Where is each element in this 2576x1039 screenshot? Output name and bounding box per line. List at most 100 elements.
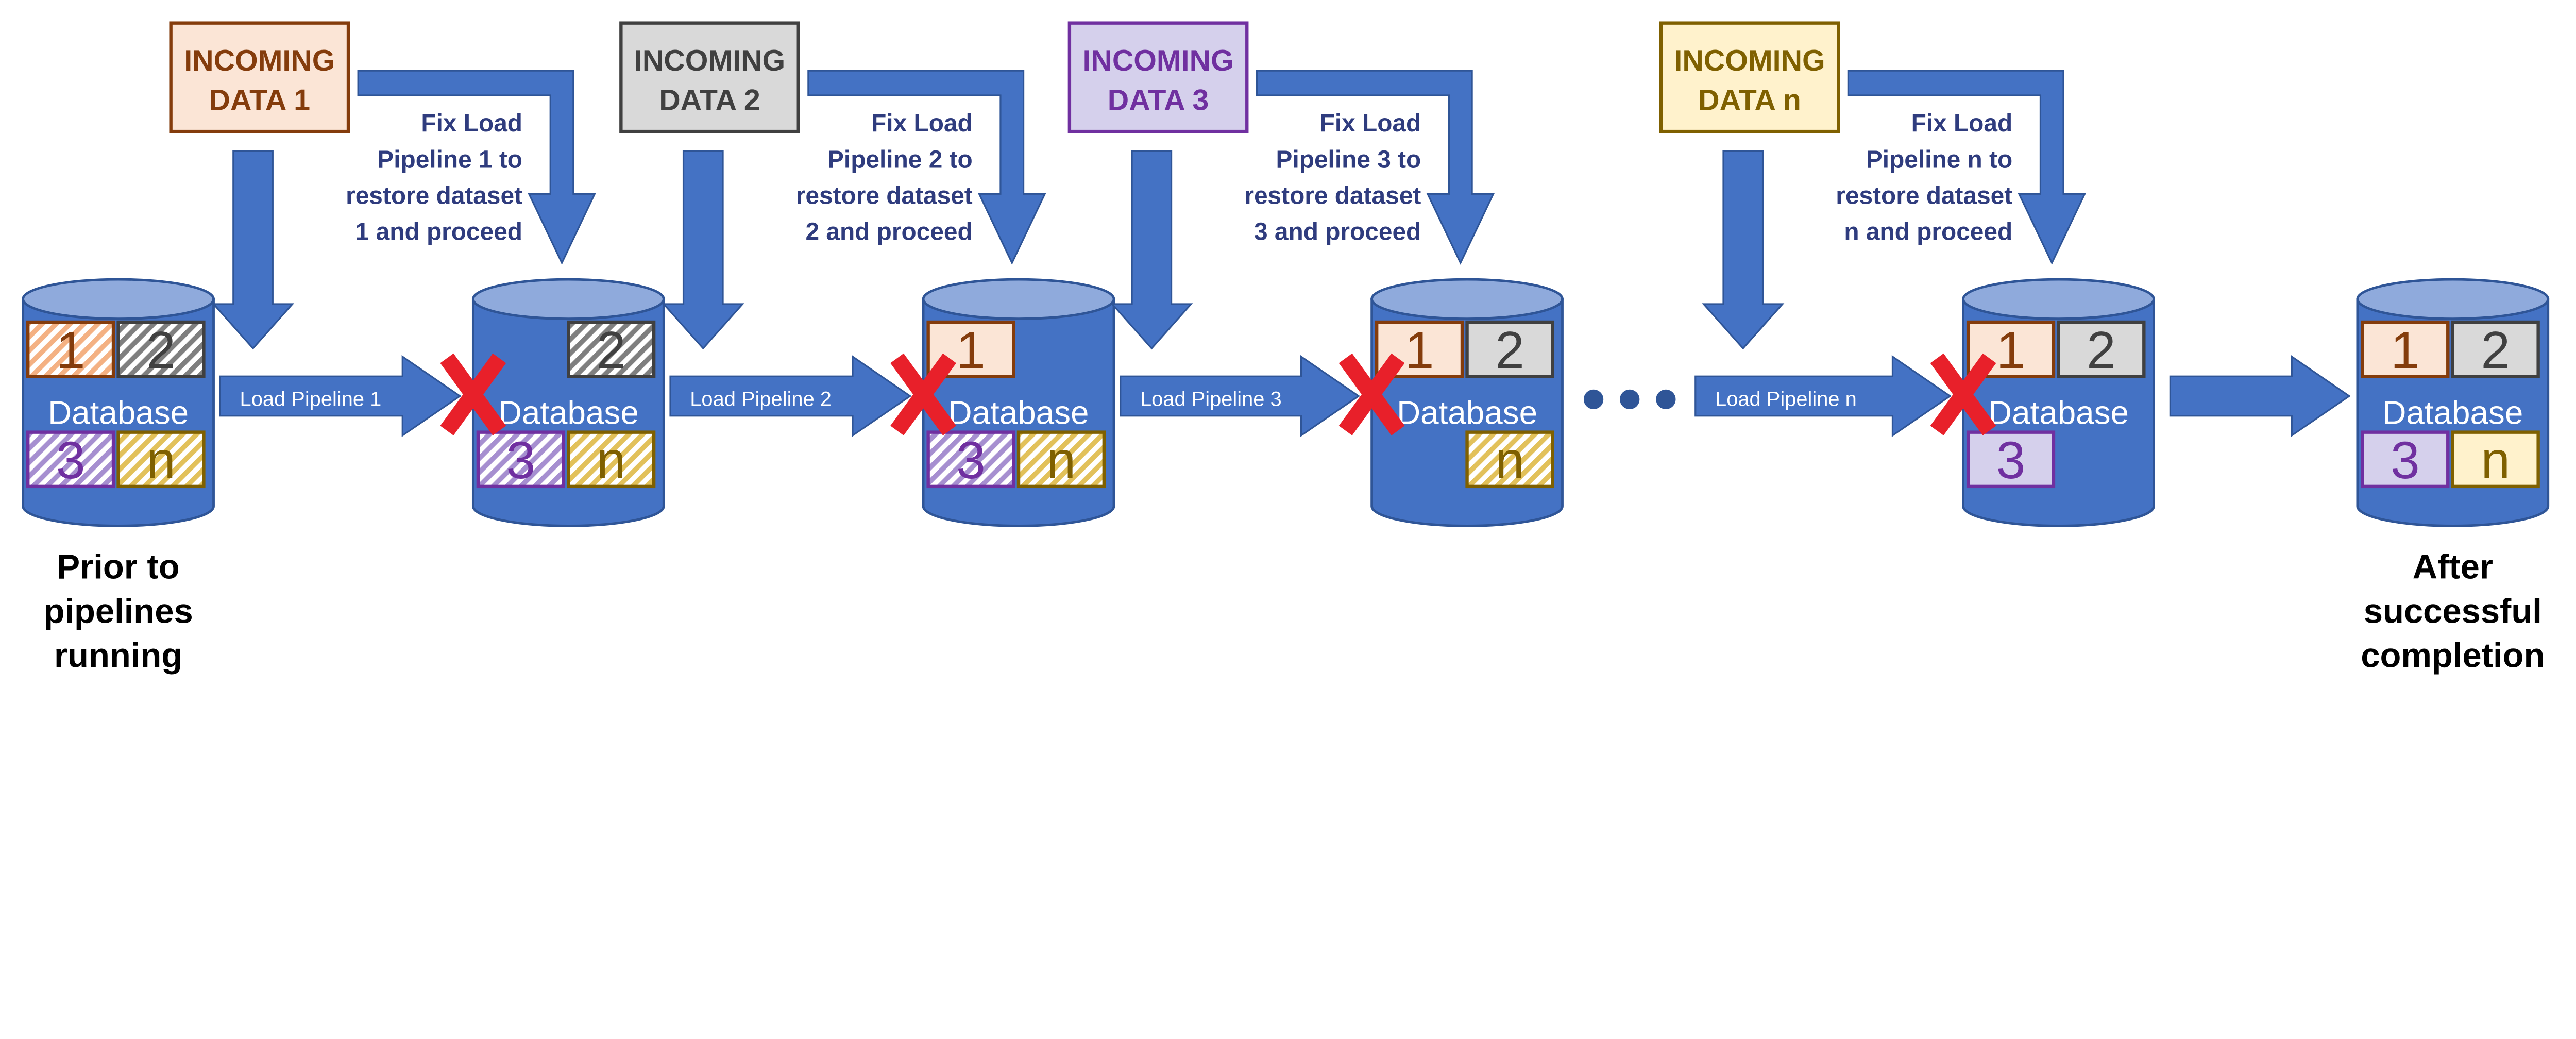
dataset-label: 1 bbox=[56, 321, 86, 379]
database-label: Database bbox=[48, 394, 189, 431]
cylinder-top bbox=[2356, 278, 2550, 321]
dataset-label: 1 bbox=[956, 321, 986, 379]
dataset-block-2-corrupted bbox=[567, 320, 656, 378]
database-label: Database bbox=[2382, 394, 2523, 431]
cylinder-top bbox=[471, 278, 665, 321]
incoming-box-label: DATA 1 bbox=[209, 84, 311, 117]
dataset-label: 2 bbox=[146, 321, 176, 379]
load-pipeline-label: Load Pipeline 2 bbox=[690, 388, 832, 411]
dataset-label: 1 bbox=[1996, 321, 2026, 379]
incoming-data-box: INCOMING DATA 2 bbox=[619, 21, 800, 133]
dataset-label: n bbox=[1495, 431, 1524, 490]
fix-instruction: restore dataset bbox=[1836, 182, 2012, 209]
fix-instruction: Fix Load bbox=[1911, 110, 2013, 137]
database-label: Database bbox=[1397, 394, 1537, 431]
dataset-label: 3 bbox=[56, 431, 86, 490]
down-arrow bbox=[211, 150, 295, 350]
dataset-label: n bbox=[2481, 431, 2510, 490]
end-caption: successful bbox=[2364, 592, 2542, 631]
incoming-box-frame bbox=[1659, 21, 1840, 133]
load-pipeline-arrow bbox=[219, 355, 462, 438]
dataset-label: n bbox=[1047, 431, 1076, 490]
down-arrow bbox=[1702, 150, 1785, 350]
dataset-block-3-corrupted bbox=[476, 430, 565, 489]
cylinder-top bbox=[1370, 278, 1564, 321]
fix-arrow bbox=[1256, 70, 1495, 265]
dot bbox=[1583, 389, 1604, 409]
dataset-label: 3 bbox=[2391, 431, 2420, 490]
dataset-block-3-restored bbox=[1966, 430, 2056, 489]
start-caption: pipelines bbox=[43, 592, 193, 631]
dataset-label: 2 bbox=[597, 321, 626, 379]
incoming-box-label: DATA n bbox=[1698, 84, 1801, 117]
dataset-block-n-corrupted bbox=[1016, 430, 1106, 489]
fix-instruction: Fix Load bbox=[871, 110, 973, 137]
cylinder-top bbox=[922, 278, 1115, 321]
dataset-block-3-restored bbox=[2361, 430, 2450, 489]
completion-arrow bbox=[2169, 355, 2351, 438]
fix-arrow bbox=[357, 70, 596, 265]
dots-icon bbox=[1583, 389, 1676, 409]
failure-x-icon bbox=[1338, 353, 1405, 435]
incoming-box-label: DATA 2 bbox=[659, 84, 760, 117]
incoming-box-frame bbox=[169, 21, 350, 133]
incoming-data-box: INCOMING DATA n bbox=[1659, 21, 1840, 133]
down-arrow bbox=[1110, 150, 1193, 350]
fix-instruction: 1 and proceed bbox=[355, 219, 522, 246]
failure-x-icon bbox=[1930, 353, 1996, 435]
start-caption: running bbox=[54, 636, 182, 675]
dataset-block-1-corrupted bbox=[26, 320, 115, 378]
dataset-block-2-restored bbox=[2057, 320, 2146, 378]
fix-instruction: 2 and proceed bbox=[805, 219, 972, 246]
dataset-label: 2 bbox=[2481, 321, 2510, 379]
failure-x-icon bbox=[890, 353, 956, 435]
dataset-label: 3 bbox=[506, 431, 535, 490]
fix-instruction: n and proceed bbox=[1844, 219, 2012, 246]
load-pipeline-arrow bbox=[669, 355, 912, 438]
fix-instruction: 3 and proceed bbox=[1254, 219, 1421, 246]
load-pipeline-label: Load Pipeline 3 bbox=[1140, 388, 1282, 411]
fix-instruction: restore dataset bbox=[346, 182, 522, 209]
incoming-box-label: INCOMING bbox=[634, 44, 785, 77]
database-label: Database bbox=[498, 394, 639, 431]
dataset-label: 2 bbox=[1495, 321, 1524, 379]
incoming-box-frame bbox=[1067, 21, 1249, 133]
end-caption: completion bbox=[2361, 636, 2545, 675]
cylinder-top bbox=[1962, 278, 2155, 321]
dataset-label: n bbox=[146, 431, 176, 490]
dataset-label: 1 bbox=[2391, 321, 2420, 379]
fix-instruction: Pipeline 2 to bbox=[827, 146, 973, 173]
start-caption: Prior to bbox=[57, 547, 180, 586]
fix-instruction: Fix Load bbox=[421, 110, 522, 137]
dataset-block-2-restored bbox=[2451, 320, 2540, 378]
incoming-box-label: DATA 3 bbox=[1108, 84, 1209, 117]
dataset-block-1-restored bbox=[2361, 320, 2450, 378]
incoming-box-label: INCOMING bbox=[1674, 44, 1825, 77]
end-caption: After bbox=[2413, 547, 2493, 586]
fix-instruction: Pipeline n to bbox=[1866, 146, 2012, 173]
dot bbox=[1656, 389, 1676, 409]
dataset-block-n-corrupted bbox=[567, 430, 656, 489]
fix-instruction: restore dataset bbox=[796, 182, 973, 209]
fix-instruction: Fix Load bbox=[1320, 110, 1421, 137]
fix-arrow bbox=[807, 70, 1046, 265]
dataset-label: 2 bbox=[2087, 321, 2116, 379]
load-pipeline-label: Load Pipeline n bbox=[1715, 388, 1857, 411]
load-pipeline-label: Load Pipeline 1 bbox=[240, 388, 382, 411]
load-pipeline-arrow bbox=[1694, 355, 1952, 438]
dataset-label: 1 bbox=[1405, 321, 1434, 379]
dataset-label: 3 bbox=[956, 431, 986, 490]
dataset-block-2-corrupted bbox=[116, 320, 206, 378]
dataset-block-3-corrupted bbox=[26, 430, 115, 489]
dataset-block-n-restored bbox=[2451, 430, 2540, 489]
dataset-block-n-corrupted bbox=[116, 430, 206, 489]
fix-instruction: restore dataset bbox=[1244, 182, 1421, 209]
dataset-block-2-restored bbox=[1465, 320, 1554, 378]
fix-instruction: Pipeline 3 to bbox=[1276, 146, 1421, 173]
